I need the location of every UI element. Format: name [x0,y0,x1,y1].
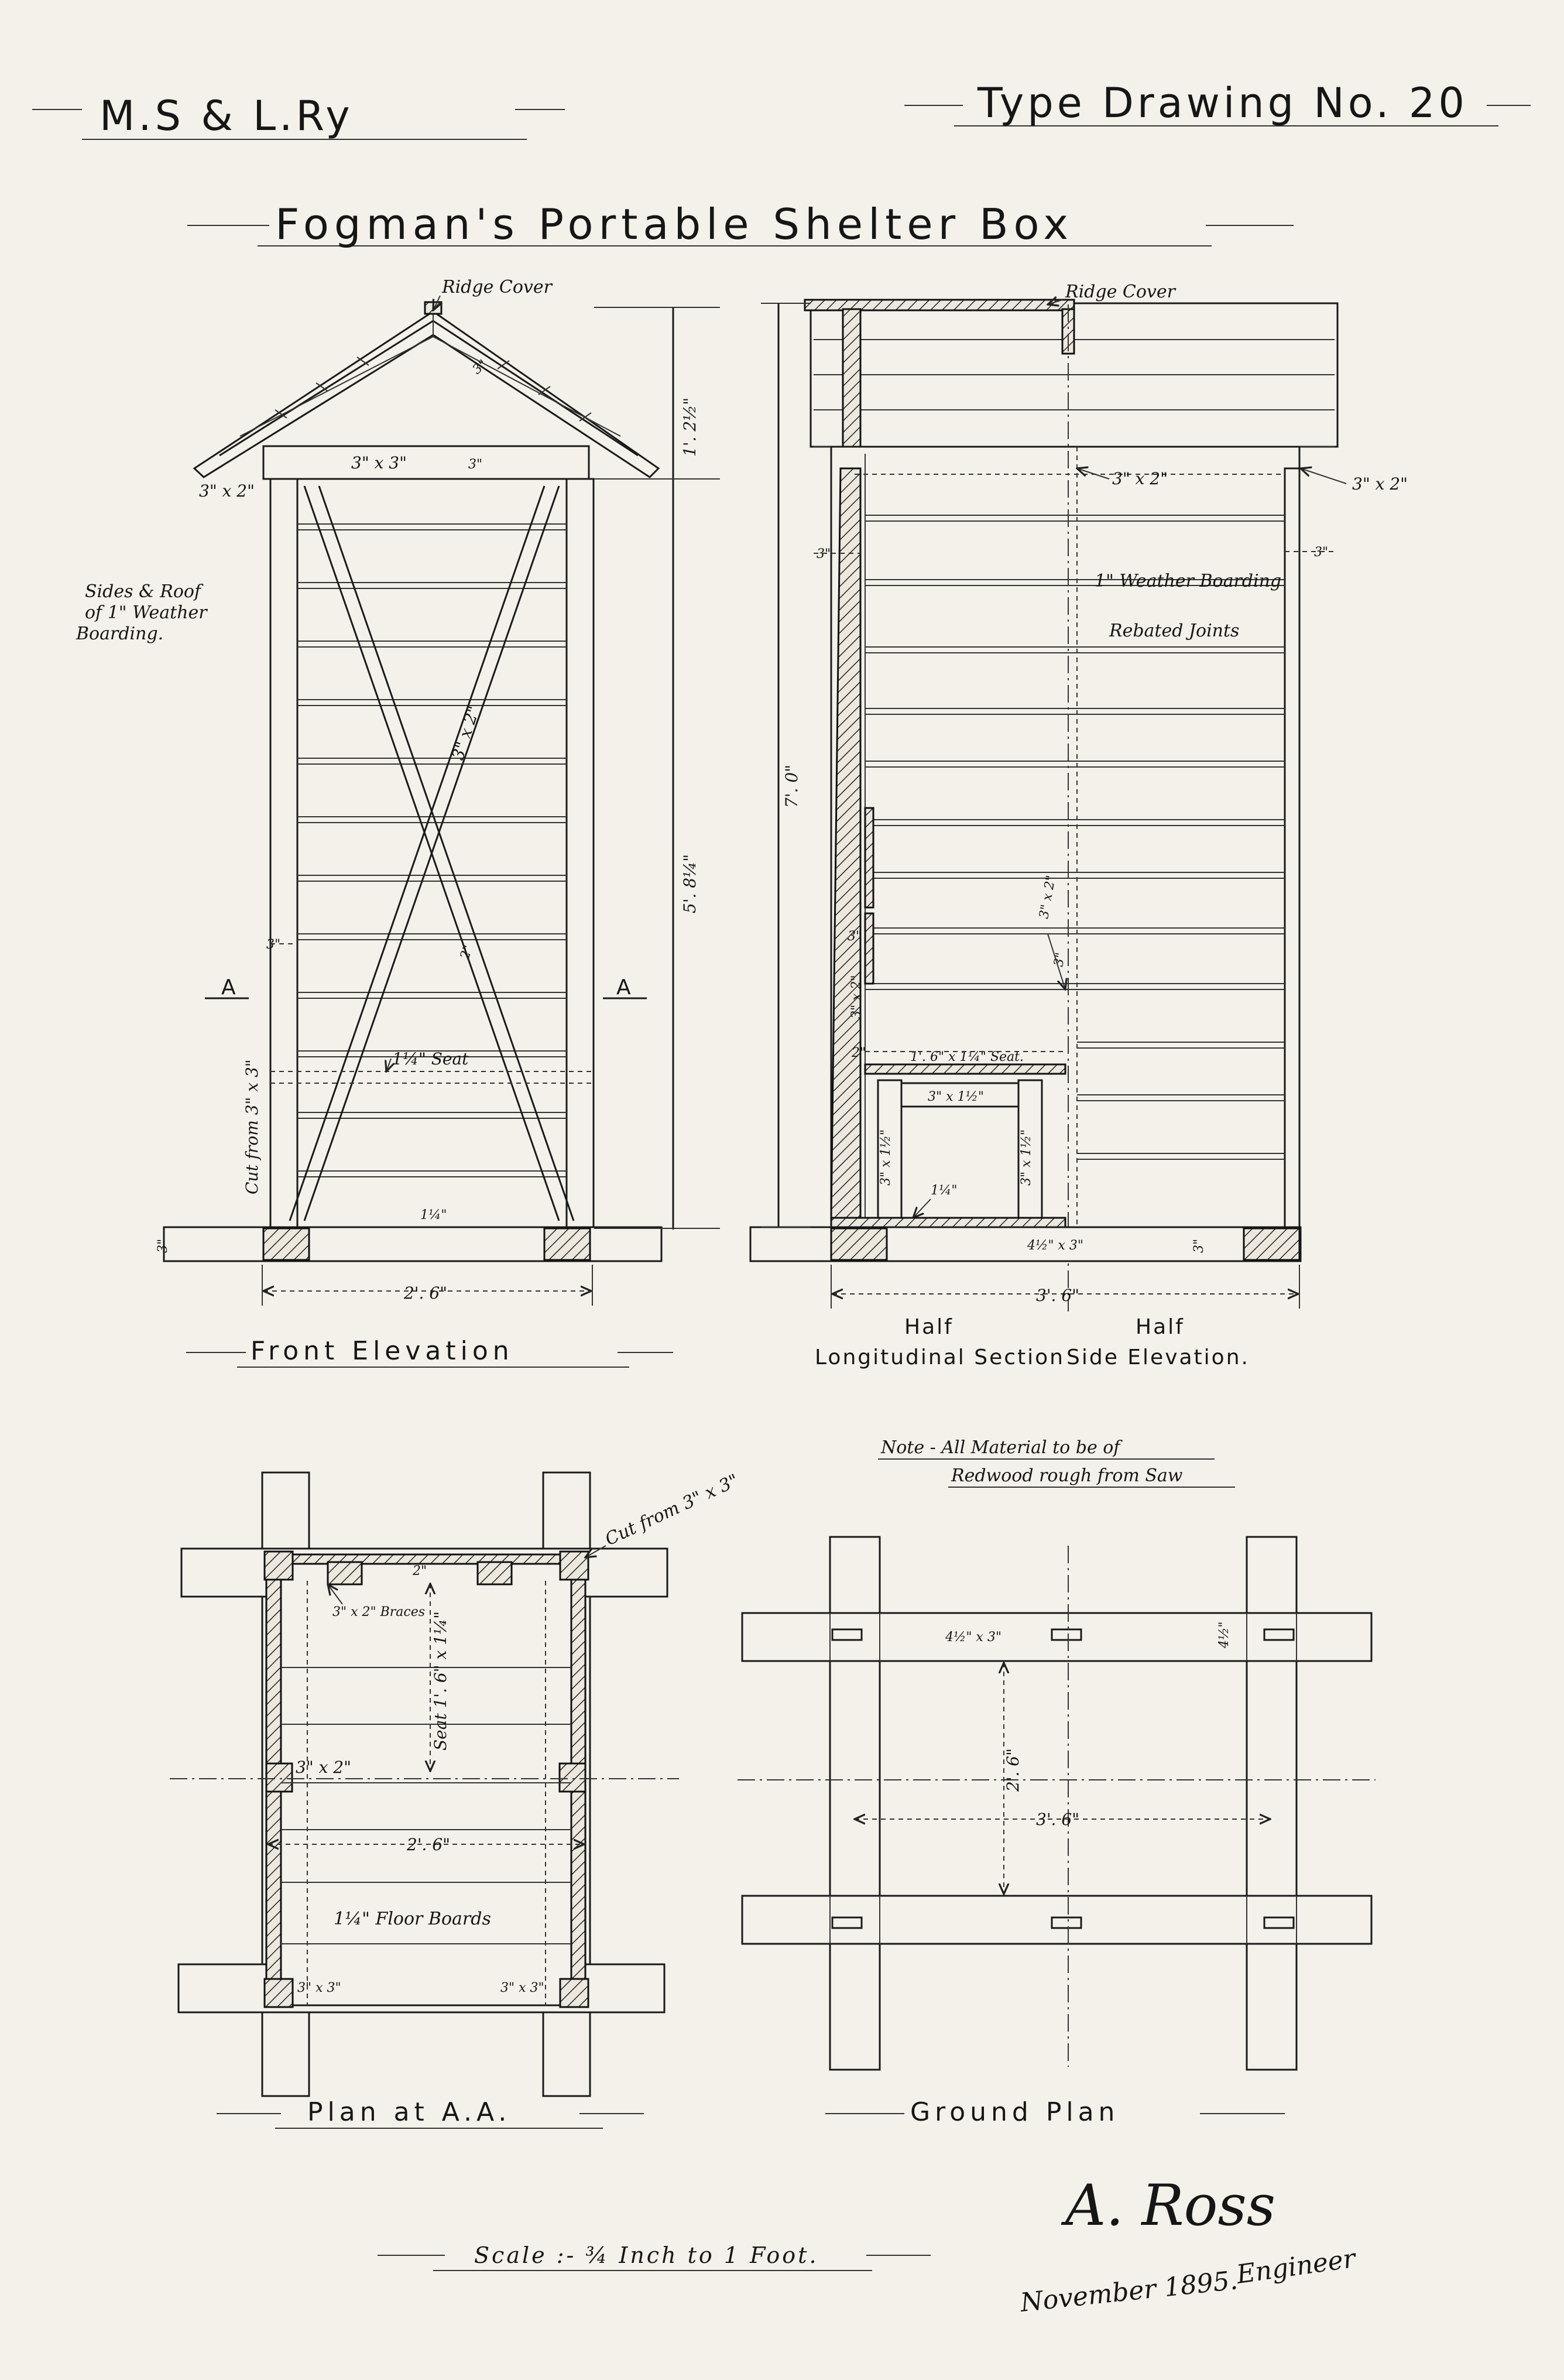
label-plan-seat: Seat 1'. 6" x 1¼" [431,1611,450,1751]
label-ground-width: 2'. 6" [1003,1748,1023,1792]
section-mark-right: A [616,975,633,999]
drawing-number: Type Drawing No. 20 [977,79,1468,127]
label-plan-post-right: 3" x 3" [500,1981,544,1995]
label-rafter-front: 3" x 2" [199,481,255,501]
label-ground-sill-depth: 4½" [1217,1622,1232,1649]
collar-beam [262,445,590,480]
side-weather-boards [865,515,1285,1160]
label-left-3: 3" [848,929,862,944]
label-leg-right: 3" x 1½" [1019,1129,1034,1186]
label-ridge-cover-side: Ridge Cover [1065,282,1177,302]
label-plan-brace-depth: 2" [412,1564,427,1578]
label-stud-right: 3" [1314,545,1328,560]
label-ground-sill: 4½" x 3" [945,1630,1001,1645]
ground-sill-top [741,1612,1373,1662]
label-roof-height: 1'. 2½" [680,398,699,457]
scale-note: Scale :- ¾ Inch to 1 Foot. [474,2242,819,2268]
company-name: M.S & L.Ry [100,92,354,140]
label-post-width-front: 3" [266,937,280,952]
footer: Scale :- ¾ Inch to 1 Foot. A. Ross Engin… [378,2173,1359,2318]
label-ridge-cover-front: Ridge Cover [441,277,553,297]
label-seat-front: 1¼" Seat [392,1049,469,1069]
label-brace-front: 3" x 2" [448,704,483,763]
label-side-note-1: Sides & Roof [85,581,204,602]
label-plan-braces: 3" x 2" Braces [332,1605,425,1619]
label-collar-depth: 3" [468,457,482,472]
label-sill-side: 4½" x 3" [1027,1238,1083,1253]
label-side-height: 7'. 0" [782,765,801,808]
caption-ground-plan: Ground Plan [910,2097,1119,2127]
label-plan-width: 2'. 6" [406,1835,450,1854]
label-plate-side: 3" x 2" [1112,469,1168,488]
caption-half-label-left: Half [904,1315,954,1339]
label-side-length: 3'. 6" [1036,1286,1079,1305]
label-seat-side: 1'. 6" x 1¼" Seat. [910,1050,1024,1064]
label-floor-side: 1¼" [931,1183,957,1198]
side-seat [864,1063,1066,1075]
caption-half-label-right: Half [1136,1315,1185,1339]
label-plan-stud: 3" x 2" [296,1758,351,1777]
caption-longitudinal-section: Longitudinal Section [815,1345,1065,1369]
plan-floor-area [265,1553,586,2006]
label-weather-boarding: 1" Weather Boarding [1095,571,1281,591]
front-post-right [565,478,595,1228]
signature-date: November 1895. [1018,2265,1239,2318]
label-brace-depth-front: 2" [458,943,476,962]
ground-note-line-2: Redwood rough from Saw [951,1465,1183,1486]
caption-front-elevation: Front Elevation [251,1336,514,1366]
header: M.S & L.Ry Type Drawing No. 20 Fogman's … [32,79,1531,249]
label-side-note-2: of 1" Weather [85,602,208,623]
label-body-height: 5'. 8¼" [680,854,699,913]
drawing-title: Fogman's Portable Shelter Box [275,200,1073,249]
caption-plan-aa: Plan at A.A. [307,2097,511,2127]
label-sill-front: 3" [156,1239,170,1253]
label-plan-floor: 1¼" Floor Boards [334,1909,491,1929]
label-plate-right: 3" x 2" [1352,474,1408,494]
ground-sill-bottom [741,1895,1373,1945]
front-elevation: Ridge Cover 3" x 2" 3" 3" x 3" 3" [76,277,720,1368]
label-floor-front: 1¼" [420,1208,447,1222]
label-plan-post-left: 3" x 3" [297,1981,341,1995]
ground-plan: Note - All Material to be of Redwood rou… [738,1437,1376,2127]
label-plan-cut: Cut from 3" x 3" [602,1470,742,1550]
label-stud-left: 3" [817,547,831,561]
label-inner-brace: 3" x 2" [1037,874,1059,920]
label-width-front: 2'. 6" [403,1283,447,1303]
section-mark-left: A [221,975,238,999]
label-rebated-joints: Rebated Joints [1109,621,1239,641]
front-weather-boards [297,523,567,1177]
label-leg-left: 3" x 1½" [879,1129,893,1186]
signature: A. Ross [1061,2173,1275,2238]
signature-role: Engineer [1234,2244,1359,2290]
front-post-left [269,478,299,1228]
label-left-32: 3" x 2" [849,975,864,1019]
label-side-note-3: Boarding. [76,624,163,644]
label-sill-right: 3" [1192,1239,1206,1253]
label-left-2: 2" [851,1046,866,1060]
plan-at-aa: Seat 1'. 6" x 1¼" 3" x 2" Braces 2" Cut … [170,1470,742,2129]
side-elevation: Ridge Cover [749,282,1408,1369]
label-collar: 3" x 3" [351,453,407,472]
roof-board-steps [275,357,592,422]
label-ground-length: 3'. 6" [1036,1810,1079,1829]
caption-side-elevation: Side Elevation. [1066,1345,1250,1369]
ground-note-line-1: Note - All Material to be of [880,1437,1123,1458]
label-rail: 3" x 1½" [928,1090,984,1104]
ridge-cover [424,301,443,315]
label-post-note: Cut from 3" x 3" [242,1059,262,1194]
